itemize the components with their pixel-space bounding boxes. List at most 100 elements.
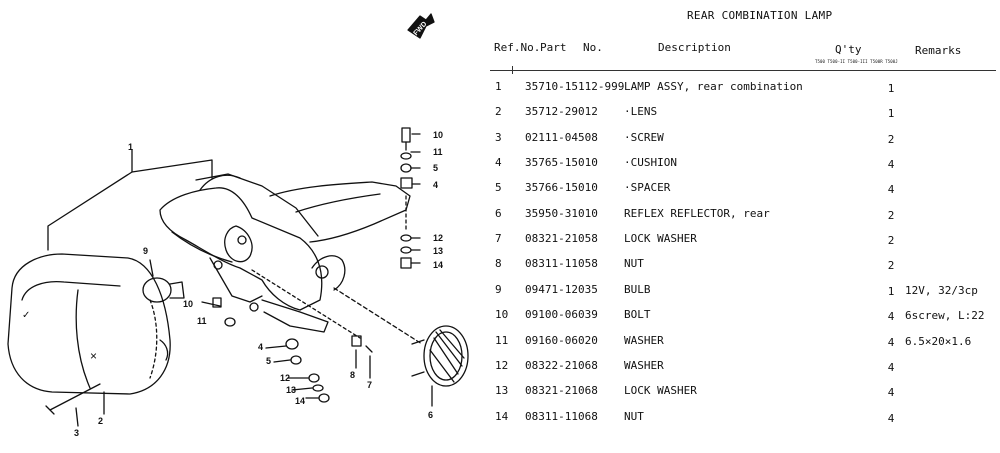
quantity-cell: 4 xyxy=(884,183,898,196)
quantity-cell: 4 xyxy=(884,361,898,374)
description-cell: LAMP ASSY, rear combination xyxy=(624,80,803,93)
exploded-diagram-svg: ✓ × xyxy=(0,0,480,453)
lamp-body xyxy=(160,174,410,332)
screw-part xyxy=(46,384,100,426)
description-cell: WASHER xyxy=(624,334,664,347)
callout-9: 9 xyxy=(143,246,148,256)
reflex-reflector-part xyxy=(252,270,468,406)
ref-no-cell: 14 xyxy=(495,410,508,423)
header-qty: Q'ty xyxy=(835,43,862,56)
callout-right-14: 14 xyxy=(433,260,443,270)
callout-1: 1 xyxy=(128,142,133,152)
quantity-cell: 4 xyxy=(884,386,898,399)
ref-no-cell: 6 xyxy=(495,207,502,220)
quantity-cell: 1 xyxy=(884,82,898,95)
table-row: 3 02111-04508 ·SCREW 2 xyxy=(482,131,1000,156)
callout-5: 5 xyxy=(266,356,271,366)
description-cell: NUT xyxy=(624,410,644,423)
quantity-cell: 1 xyxy=(884,285,898,298)
quantity-cell: 4 xyxy=(884,336,898,349)
table-row: 808311-11058NUT2 xyxy=(482,257,1000,282)
callout-labels: 1 2 3 4 5 6 7 8 9 10 11 12 13 14 10 11 5… xyxy=(74,21,443,438)
callout-right-11: 11 xyxy=(433,147,443,157)
hardware-stack-right xyxy=(401,128,420,268)
table-row: 1308321-21068LOCK WASHER4 xyxy=(482,384,1000,409)
description-cell: ·CUSHION xyxy=(624,156,677,169)
table-row: 1009100-06039BOLT46screw, L:22 xyxy=(482,308,1000,333)
callout-4: 4 xyxy=(258,342,263,352)
ref-no-cell: 3 xyxy=(495,131,502,144)
ref-no-cell: 9 xyxy=(495,283,502,296)
ref-no-cell: 12 xyxy=(495,359,508,372)
table-row: 1 35710-15112-999LAMP ASSY, rear combinat… xyxy=(482,80,1000,105)
part-number-cell: 35710-15112-999 xyxy=(525,80,624,93)
ref-no-cell: 13 xyxy=(495,384,508,397)
part-number-cell: 08321-21068 xyxy=(525,384,598,397)
svg-text:✓: ✓ xyxy=(22,310,30,321)
parts-list: REAR COMBINATION LAMP Ref.No. Part No. D… xyxy=(482,0,1000,453)
ref-no-cell: 8 xyxy=(495,257,502,270)
quantity-cell: 4 xyxy=(884,158,898,171)
part-number-cell: 35766-15010 xyxy=(525,181,598,194)
remarks-cell: 6screw, L:22 xyxy=(905,309,984,322)
callout-10: 10 xyxy=(183,299,193,309)
table-row: 1208322-21068WASHER4 xyxy=(482,359,1000,384)
header-no: No. xyxy=(583,41,603,54)
part-number-cell: 02111-04508 xyxy=(525,131,598,144)
part-number-cell: 08322-21068 xyxy=(525,359,598,372)
callout-13: 13 xyxy=(286,385,296,395)
bolt-10-left xyxy=(202,302,220,306)
part-number-cell: 08311-11068 xyxy=(525,410,598,423)
callout-12: 12 xyxy=(280,373,290,383)
quantity-cell: 1 xyxy=(884,107,898,120)
ref-no-cell: 2 xyxy=(495,105,502,118)
callout-11: 11 xyxy=(197,316,207,326)
page-title: REAR COMBINATION LAMP xyxy=(687,9,832,22)
callout-6: 6 xyxy=(428,410,433,420)
bulb-part xyxy=(143,260,184,302)
header-part: Part xyxy=(540,41,567,54)
description-cell: BOLT xyxy=(624,308,651,321)
quantity-cell: 2 xyxy=(884,133,898,146)
ref-no-cell: 4 xyxy=(495,156,502,169)
description-cell: ·LENS xyxy=(624,105,657,118)
table-row: 708321-21058LOCK WASHER2 xyxy=(482,232,1000,257)
quantity-cell: 2 xyxy=(884,259,898,272)
part-number-cell: 09160-06020 xyxy=(525,334,598,347)
part-number-cell: 35765-15010 xyxy=(525,156,598,169)
washer-11-left xyxy=(225,318,235,326)
ref-no-cell: 10 xyxy=(495,308,508,321)
ref-no-cell: 11 xyxy=(495,334,508,347)
callout-right-10: 10 xyxy=(433,130,443,140)
table-row: 235712-29012·LENS1 xyxy=(482,105,1000,130)
part-number-cell: 08321-21058 xyxy=(525,232,598,245)
remarks-cell: 6.5×20×1.6 xyxy=(905,335,971,348)
table-row: 14 08311-11068 NUT 4 xyxy=(482,410,1000,435)
lamp-housing: ✓ × xyxy=(8,254,170,394)
callout-7: 7 xyxy=(367,380,372,390)
part-number-cell: 35950-31010 xyxy=(525,207,598,220)
model-codes: T500 T500-II T500-III T500R T500J xyxy=(815,59,898,64)
callout-14: 14 xyxy=(295,396,305,406)
ref-no-cell: 5 xyxy=(495,181,502,194)
table-row: 535766-15010·SPACER4 xyxy=(482,181,1000,206)
part-number-cell: 09471-12035 xyxy=(525,283,598,296)
callout-right-12: 12 xyxy=(433,233,443,243)
quantity-cell: 2 xyxy=(884,209,898,222)
description-cell: ·SCREW xyxy=(624,131,664,144)
svg-text:×: × xyxy=(90,349,97,363)
header-remarks: Remarks xyxy=(915,44,961,57)
table-row: 909471-12035BULB112V, 32/3cp xyxy=(482,283,1000,308)
table-row: 4 35765-15010 ·CUSHION 4 xyxy=(482,156,1000,181)
header-divider xyxy=(490,70,996,71)
remarks-cell: 12V, 32/3cp xyxy=(905,284,978,297)
part-number-cell: 08311-11058 xyxy=(525,257,598,270)
part-number-cell: 09100-06039 xyxy=(525,308,598,321)
ref-no-cell: 1 xyxy=(495,80,502,93)
ref-no-cell: 7 xyxy=(495,232,502,245)
table-row: 11 09160-06020 WASHER 4 6.5×20×1.6 xyxy=(482,334,1000,359)
table-row: 635950-31010REFLEX REFLECTOR, rear2 xyxy=(482,207,1000,232)
assembly-bracket xyxy=(48,160,212,250)
callout-3: 3 xyxy=(74,428,79,438)
quantity-cell: 4 xyxy=(884,412,898,425)
